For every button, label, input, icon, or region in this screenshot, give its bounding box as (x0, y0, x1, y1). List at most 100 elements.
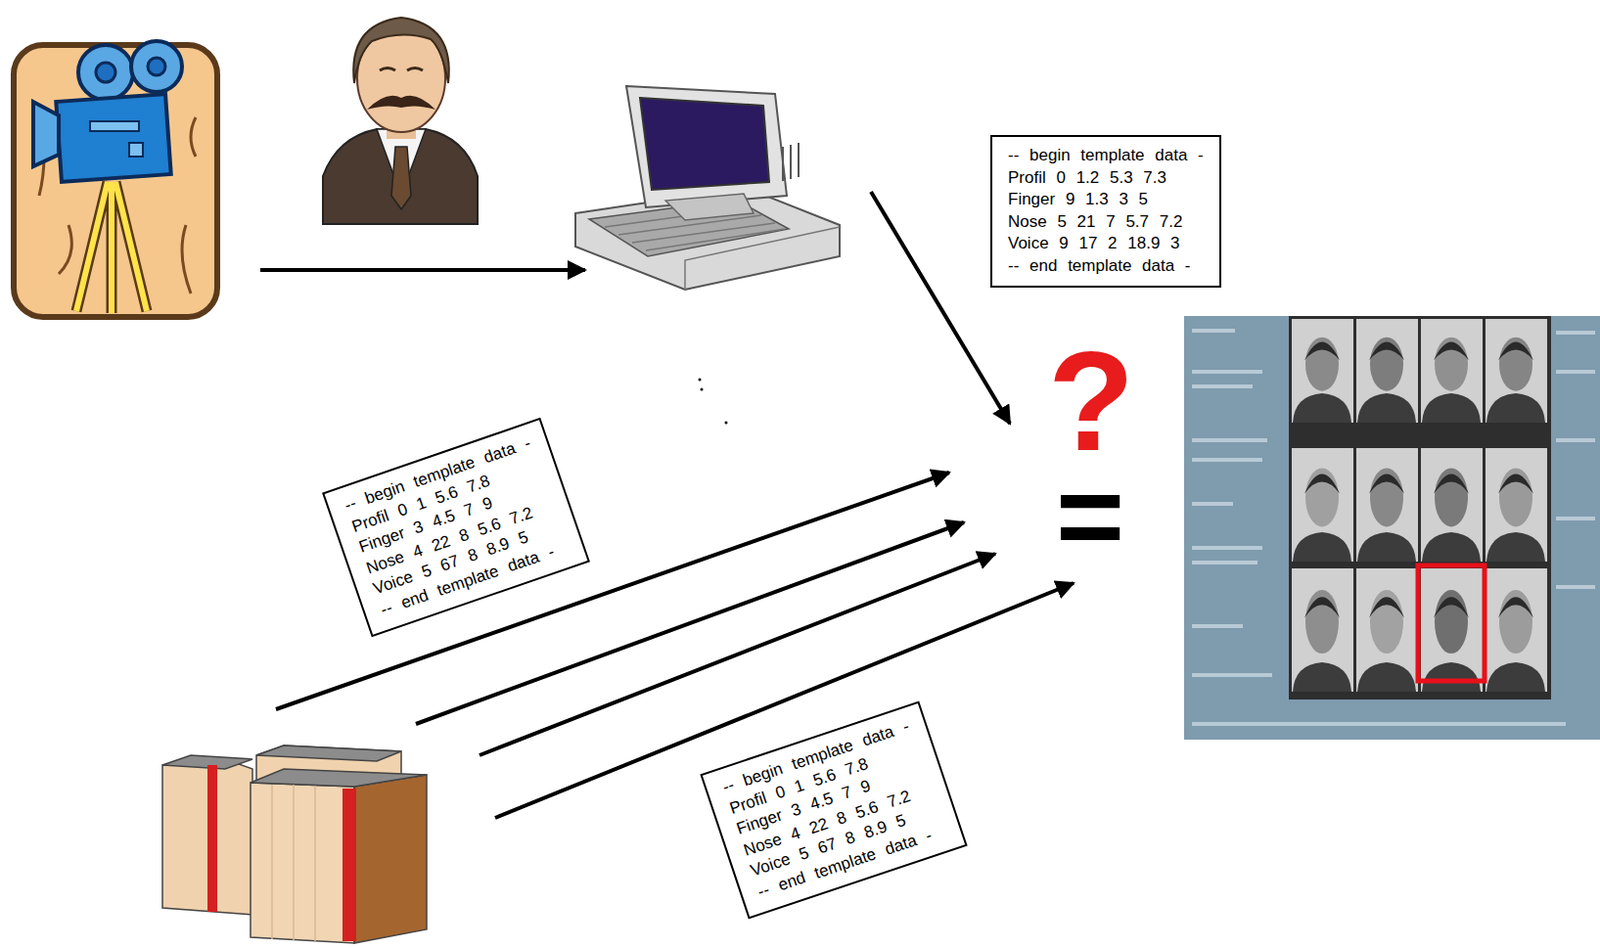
drawing-part (1434, 590, 1468, 654)
drawing-part (1304, 596, 1340, 618)
small-dots (698, 378, 729, 425)
template-line: Finger 9 1.3 3 5 (1007, 188, 1204, 212)
drawing-part (700, 388, 704, 392)
drawing-part (78, 45, 134, 100)
face-photo (1356, 568, 1418, 692)
drawing-part (1433, 473, 1469, 494)
symbol-label: = (1055, 457, 1125, 575)
drawing-part (391, 146, 412, 210)
drawing-part (1498, 473, 1534, 494)
drawing-part (1420, 568, 1483, 692)
drawing-part (366, 95, 436, 110)
drawing-part (1291, 568, 1354, 692)
drawing-part (626, 86, 787, 208)
drawing-part (725, 421, 729, 425)
drawing-part (1357, 393, 1417, 423)
drawing-part (13, 45, 218, 318)
drawing-part (131, 41, 183, 92)
drawing-part (575, 187, 840, 290)
drawing-part (1485, 448, 1548, 562)
drawing-part (1370, 590, 1404, 654)
drawing-part (76, 182, 147, 314)
face-photo (1485, 319, 1548, 423)
face-photo (1356, 319, 1418, 423)
drawing-part (76, 182, 147, 314)
drawing-part (1288, 316, 1552, 700)
drawing-part (1369, 473, 1405, 494)
template-line: Nose 5 21 7 5.7 7.2 (1007, 211, 1204, 234)
drawing-part (354, 775, 427, 944)
drawing-part (379, 68, 423, 72)
drawing-part (1292, 662, 1352, 692)
face-photo (1420, 319, 1483, 423)
drawing-part (1499, 590, 1533, 654)
drawing-part (207, 765, 218, 913)
computer-icon (575, 86, 840, 290)
drawing-part (162, 759, 253, 915)
drawing-part (1433, 596, 1469, 618)
drawing-part (1420, 319, 1483, 423)
drawing-part (1499, 467, 1533, 527)
drawing-part (1486, 532, 1546, 562)
drawing-part (1292, 532, 1352, 562)
drawing-part (1434, 337, 1468, 392)
flow-arrows (260, 191, 1074, 819)
server-icon (162, 745, 427, 944)
face-photo (1291, 448, 1354, 562)
drawing-part (1369, 596, 1405, 618)
drawing-part (1485, 568, 1548, 692)
template-box: -- begin template data -Profil 0 1 5.6 7… (321, 417, 591, 638)
drawing-part (1356, 448, 1418, 562)
drawing-part (33, 101, 59, 167)
drawing-part (1304, 341, 1340, 361)
drawing-part (1291, 319, 1354, 423)
drawing-part (1434, 467, 1468, 527)
template-line: -- begin template data - (1007, 144, 1204, 168)
drawing-part (1420, 448, 1483, 562)
drawing-part (1356, 568, 1418, 692)
drawing-part (250, 782, 355, 944)
person-portrait (322, 17, 478, 225)
face-photo (1485, 568, 1548, 692)
drawing-part (698, 378, 702, 382)
symbol-label: ? (1048, 330, 1136, 473)
drawing-part (1292, 393, 1352, 423)
drawing-part (1499, 337, 1533, 392)
drawing-part (1421, 393, 1481, 423)
drawing-part (1304, 473, 1340, 494)
drawing-part (1305, 467, 1339, 527)
drawing-part (342, 788, 357, 942)
drawing-part (1498, 341, 1534, 361)
match-highlight (1417, 565, 1485, 682)
drawing-part (129, 142, 143, 157)
face-photo (1420, 568, 1483, 692)
template-line: Voice 9 17 2 18.9 3 (1007, 232, 1204, 256)
drawing-part (1305, 337, 1339, 392)
template-line: Profil 0 1.2 5.3 7.3 (1007, 167, 1204, 190)
face-database (1184, 316, 1600, 740)
drawing-part (665, 193, 754, 221)
face-photo (1291, 319, 1354, 423)
drawing-part (1370, 337, 1404, 392)
drawing-part (1357, 532, 1417, 562)
drawing-part (1486, 662, 1546, 692)
camera-icon (13, 41, 218, 318)
drawing-part (1357, 662, 1417, 692)
drawing-part (1421, 532, 1481, 562)
drawing-part (272, 784, 316, 942)
drawing-part (90, 121, 139, 132)
drawing-part (1370, 467, 1404, 527)
drawing-part (256, 745, 402, 762)
drawing-part (1421, 662, 1481, 692)
face-photo (1356, 448, 1418, 562)
drawing-part (1305, 590, 1339, 654)
drawing-part (1485, 319, 1548, 423)
drawing-part (55, 93, 171, 183)
drawing-part (1291, 448, 1354, 562)
drawing-part (250, 769, 427, 787)
template-box: -- begin template data -Profil 0 1 5.6 7… (699, 701, 967, 920)
drawing-part (1433, 341, 1469, 361)
drawing-part (870, 191, 1010, 424)
drawing-part (685, 227, 840, 290)
